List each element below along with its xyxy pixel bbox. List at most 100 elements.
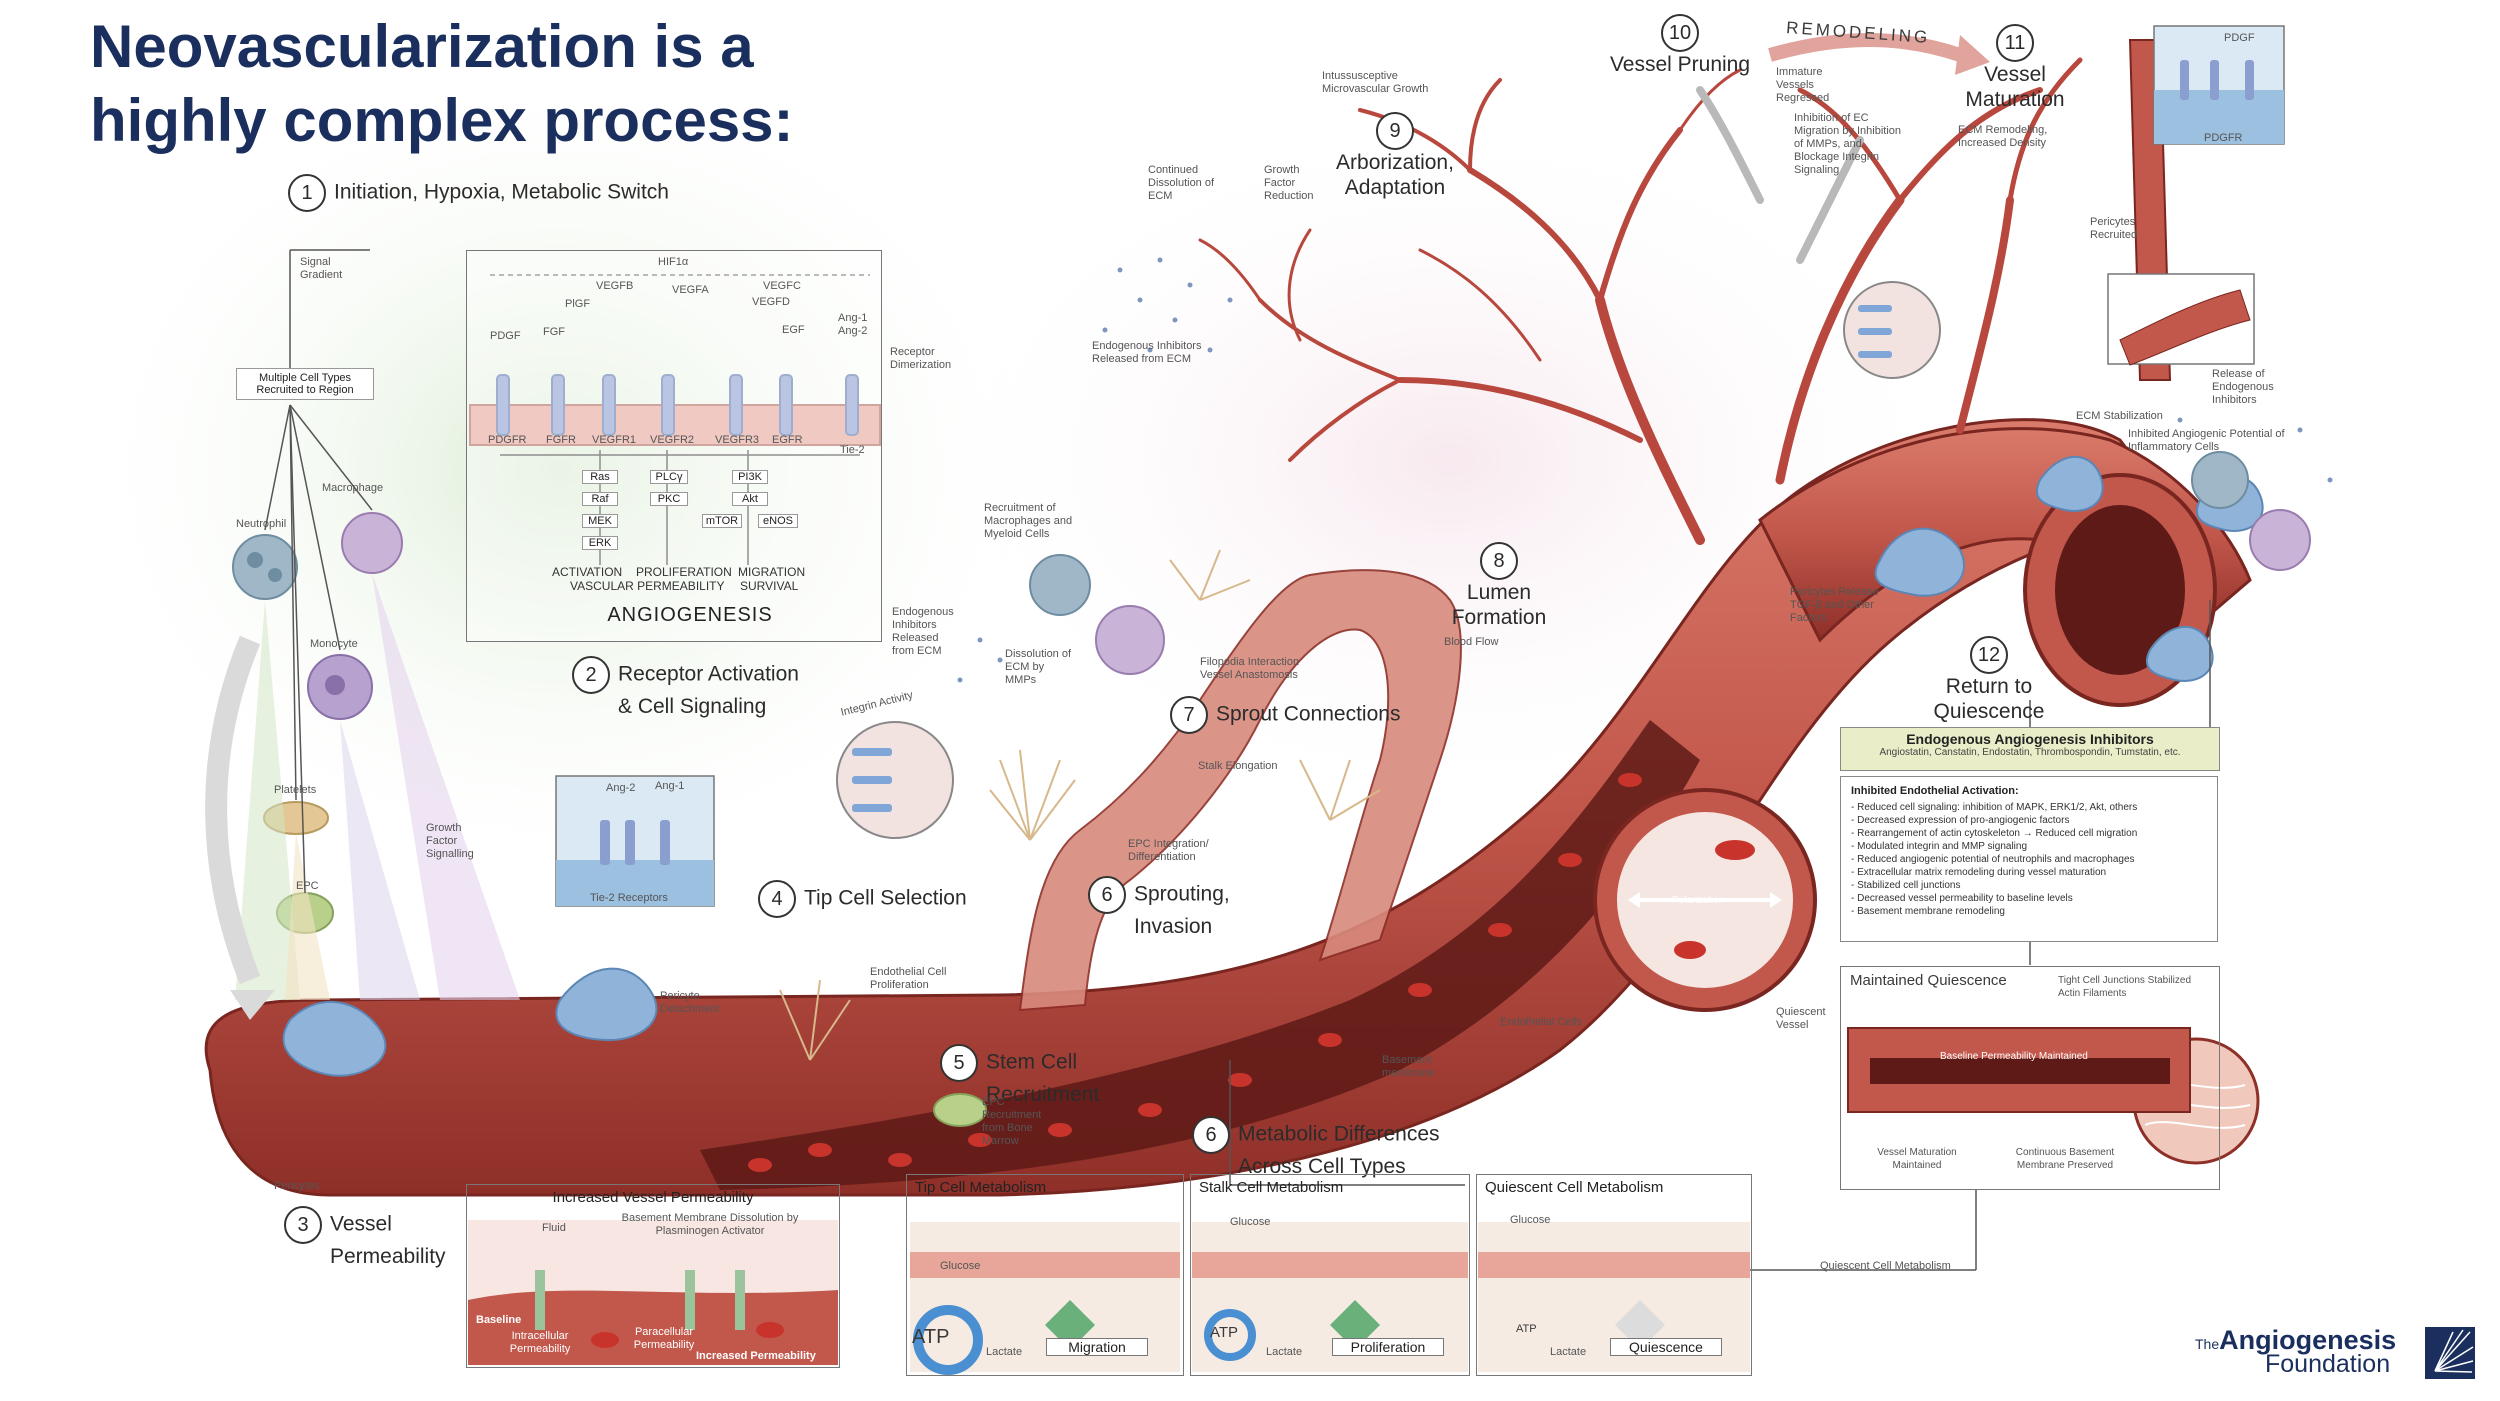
continued-label: Continued Dissolution of ECM [1148,164,1215,202]
kinase-plcg: PLCγ [650,470,688,484]
ligand-vegfc: VEGFC [763,280,801,292]
inhibitors-subtitle: Angiostatin, Canstatin, Endostatin, Thro… [1879,747,2181,758]
step-11-label-2: Maturation [1965,88,2065,111]
outcome-activation: ACTIVATION [552,565,623,579]
step-12-number: 12 [1970,636,2008,674]
kinase-enos: eNOS [758,514,798,528]
ligand-plgf: PlGF [565,298,591,310]
tip-lactate: Lactate [986,1346,1023,1358]
receptor-fgfr: FGFR [546,434,576,446]
kinase-mek: MEK [582,514,618,528]
inhibitor-item: - Modulated integrin and MMP signaling [1851,841,2028,852]
inhibitors-list: Inhibited Endothelial Activation: - Redu… [1840,776,2218,942]
remodeling-arrow [1768,33,1963,62]
ligand-ang1: Ang-1 [838,312,868,324]
receptor-pdgfr: PDGFR [488,434,527,446]
kinase-ras: Ras [582,470,618,484]
receptor-egfr: EGFR [772,434,803,446]
step-6b-label-1: Metabolic Differences [1238,1122,1440,1146]
stalk-metabolism-title: Stalk Cell Metabolism [1199,1179,1344,1196]
vessel-lumen [700,720,1700,1190]
endothelial-cells-label: Endothelial Cells [1500,1016,1582,1028]
kinase-akt: Akt [732,492,768,506]
immune-cells [232,451,2311,1127]
ligand-egf: EGF [782,324,805,336]
tip-glucose: Glucose [940,1260,981,1272]
endothelial-prolif-label: Endothelial Cell Proliferation [870,966,947,991]
platelets-label: Platelets [274,784,317,796]
step-8-label-1: Lumen [1466,581,1532,604]
kinase-raf: Raf [582,492,618,506]
quiescent-metabolism-title: Quiescent Cell Metabolism [1485,1179,1664,1196]
permeability-title: Increased Vessel Permeability [552,1189,754,1206]
ecm-particles [957,257,2333,683]
step-2-label-1: Receptor Activation [618,662,799,686]
step-11-label-1: Vessel [1984,63,2046,86]
polarization-label: Polarization [1672,895,1725,906]
inhibitor-item: - Basement membrane remodeling [1851,906,2005,917]
step-9-label-2: Adaptation [1344,176,1446,199]
stalk-metabolism-box: Stalk Cell Metabolism [1190,1174,1470,1376]
foundation-logo: TheAngiogenesis Foundation [2195,1325,2396,1379]
step-10-number: 10 [1661,14,1699,52]
pericytes [282,455,2264,1077]
quiescent-vessel-label: Quiescent Vessel [1776,1006,1826,1031]
growth-factor-label: Growth Factor Signalling [426,822,474,860]
quiescent-lactate: Lactate [1550,1346,1587,1358]
stalk-elong-label: Stalk Elongation [1198,760,1278,772]
quiescent-metabolism-link: Quiescent Cell Metabolism [1820,1260,1951,1272]
step-2-number: 2 [572,656,610,694]
immature-label: Immature Vessels Regressed [1776,66,1830,104]
outcome-proliferation: PROLIFERATION [636,565,732,579]
tip-metabolism-title: Tip Cell Metabolism [915,1179,1047,1196]
step-1-number: 1 [288,174,326,212]
quiescence-baseline: Baseline Permeability Maintained [1940,1051,2088,1062]
step-9-label-1: Arborization, [1336,151,1454,174]
receptor-tie2: Tie-2 [840,444,865,456]
step-4-label: Tip Cell Selection [804,886,967,910]
step-6b-number: 6 [1192,1116,1230,1154]
macrophage-cell [341,512,403,574]
neutrophil-label: Neutrophil [236,518,287,530]
outcome-survival: SURVIVAL [740,579,799,593]
inhibitor-item: - Decreased vessel permeability to basel… [1851,893,2073,904]
step-5-label-1: Stem Cell [986,1050,1078,1074]
logo-the: The [2195,1336,2220,1352]
multiple-cells-label: Multiple Cell Types Recruited to Region [236,368,374,400]
connector-lines [1229,600,2211,1271]
inhibitor-item: - Extracellular matrix remodeling during… [1851,867,2107,878]
dimerization-label: Receptor Dimerization [890,346,952,371]
starburst-logo-icon [2425,1327,2475,1379]
blood-flow-label: Blood Flow [1444,636,1499,648]
kinase-pkc: PKC [650,492,688,506]
inhibited-potential-label: Inhibited Angiogenic Potential of Inflam… [2128,428,2285,453]
step-6a-label-1: Sprouting, [1134,882,1230,906]
outcome-migration: MIGRATION [738,565,806,579]
step-5-label-2: Recruitment [986,1083,1100,1106]
step-8-number: 8 [1480,542,1518,580]
step-9-number: 9 [1376,112,1414,150]
recruitment-macro-label: Recruitment of Macrophages and Myeloid C… [984,502,1073,540]
cell-beam-lilac [340,720,420,1000]
permeability-paracellular: Paracellular Permeability [633,1326,695,1351]
tie2-ang2: Ang-2 [606,782,636,794]
page-title: Neovascularization is a highly complex p… [90,13,794,154]
ligand-fgf: FGF [543,326,565,338]
arborization-tree [1198,57,2083,545]
cell-beam-yellow [285,834,330,1000]
neutrophil-cell [232,534,298,600]
receptor-glyphs [496,374,859,436]
logo-foundation: Foundation [2265,1350,2391,1378]
inhibition-ec-label: Inhibition of EC Migration by Inhibition… [1794,112,1902,176]
receptor-vegfr2: VEGFR2 [650,434,695,446]
step-8-label-2: Formation [1451,606,1547,629]
signaling-box [466,250,882,642]
step-5-number: 5 [940,1044,978,1082]
step-3-label-1: Vessel [330,1212,392,1236]
